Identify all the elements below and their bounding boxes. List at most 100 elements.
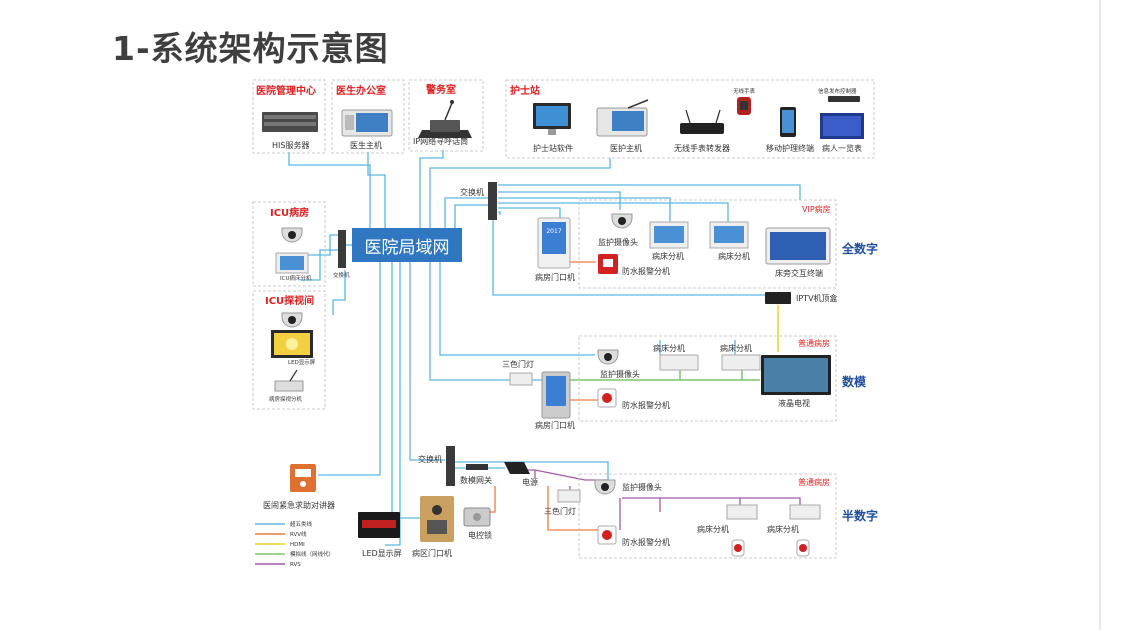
microphone-icon (418, 100, 472, 138)
call-button-icon (796, 539, 810, 557)
semi-alarm-label: 防水报警分机 (622, 537, 670, 547)
icu-visit-title: ICU探视间 (265, 294, 314, 307)
his-box (252, 79, 326, 154)
icu-visit-box (252, 290, 326, 410)
lock-label: 电控锁 (468, 530, 492, 540)
legend-item: 超五类线 (290, 520, 313, 528)
watch-title: 无线手表 (733, 87, 756, 95)
bed-ext-icon (789, 504, 821, 520)
iptv-box-icon (765, 292, 791, 304)
led-label: LED显示屏 (288, 359, 316, 366)
vip-camera-label: 监护摄像头 (598, 237, 638, 247)
police-box (408, 79, 484, 152)
nurse-host-label: 医护主机 (610, 143, 642, 153)
icu-bed-label: ICU病床分机 (280, 274, 312, 282)
door-unit-icon (541, 371, 571, 419)
nurse-host-icon (596, 99, 649, 137)
semi-bed1-label: 病床分机 (697, 524, 729, 534)
icu-bed-ext-icon (275, 252, 309, 274)
alarm-icon (597, 388, 617, 408)
vip-bed2-label: 病床分机 (718, 251, 750, 261)
watch-icon (737, 97, 751, 115)
legend-item: RVS (290, 562, 301, 568)
ward-door-icon (420, 496, 454, 542)
semi-side-label: 半数字 (842, 508, 878, 523)
info-title: 信息发布控制器 (818, 87, 857, 95)
door-screen: 2017 (546, 228, 561, 235)
analog-camera-label: 监护摄像头 (600, 369, 640, 379)
switch-top-label: 交换机 (460, 187, 484, 197)
emergency-label: 医闹紧急求助对讲器 (263, 500, 335, 510)
lan-box (352, 228, 462, 262)
nurse-box (505, 79, 875, 159)
semi-light-label: 三色门灯 (544, 506, 576, 516)
doctor-title: 医生办公室 (336, 84, 386, 97)
tv-icon (761, 355, 831, 395)
bed-ext-icon (726, 504, 758, 520)
analog-tag: 普通病房 (798, 338, 830, 348)
door-light-icon (509, 372, 533, 386)
bed-ext-icon (709, 221, 749, 249)
cat5-lines (288, 150, 801, 546)
doctor-box (331, 79, 405, 154)
switch-top-icon (488, 182, 497, 220)
info-controller-icon (820, 96, 864, 139)
semi-tag: 普通病房 (798, 477, 830, 487)
semi-box (578, 473, 837, 559)
visit-ext-label: 病房探视分机 (269, 395, 303, 403)
gateway-label: 数模网关 (460, 475, 492, 485)
camera-icon (594, 479, 616, 495)
semi-switch-label: 交换机 (418, 454, 442, 464)
lan-label: 医院局域网 (365, 238, 450, 258)
power-icon (504, 462, 530, 474)
bedside-terminal-icon (765, 227, 831, 265)
legend: 超五类线 RVV线 HDMI 模拟线（网线代） RVS (255, 520, 334, 568)
nurse-software-icon (533, 103, 571, 135)
icu-switch-label: 交换机 (333, 271, 350, 279)
icu-switch-icon (338, 230, 346, 268)
emergency-intercom-icon (290, 464, 316, 492)
semi-bed2-label: 病床分机 (767, 524, 799, 534)
vip-side-label: 全数字 (841, 241, 878, 256)
vip-terminal-label: 床旁交互终端 (775, 268, 823, 278)
nurse-title: 护士站 (510, 84, 540, 97)
police-title: 警务室 (425, 83, 456, 96)
doctor-label: 医生主机 (350, 140, 382, 150)
camera-icon (597, 349, 619, 365)
camera-icon (611, 213, 633, 229)
alarm-icon (598, 254, 618, 274)
legend-item: HDMI (290, 542, 305, 548)
analog-lines (565, 370, 760, 381)
semi-switch-icon (446, 446, 455, 486)
door-light-icon (557, 489, 581, 503)
vip-box (578, 199, 837, 289)
his-label: HIS服务器 (272, 140, 309, 150)
bed-ext-icon (721, 354, 761, 371)
doctor-host-icon (341, 109, 393, 137)
icu-box (252, 201, 326, 287)
mobile-icon (780, 107, 796, 137)
alarm-icon (597, 525, 617, 545)
patients-label: 病人一览表 (822, 143, 862, 153)
analog-side-label: 数模 (842, 374, 867, 389)
analog-light-label: 三色门灯 (502, 359, 534, 369)
server-icon (262, 112, 318, 132)
page-title: 1-系统架构示意图 (112, 29, 389, 68)
legend-item: 模拟线（网线代） (290, 550, 334, 558)
vip-alarm-label: 防水报警分机 (622, 266, 670, 276)
bed-ext-icon (649, 221, 689, 249)
icu-title: ICU病房 (270, 206, 309, 219)
door-unit-icon (537, 217, 571, 269)
led-display-icon (358, 512, 400, 538)
analog-tv-label: 液晶电视 (778, 398, 810, 408)
camera-icon (281, 312, 303, 328)
vip-door-label: 病房门口机 (535, 272, 575, 282)
vip-tag: VIP病房 (802, 204, 831, 214)
analog-bed2-label: 病床分机 (720, 343, 752, 353)
visit-ext-icon (274, 369, 304, 392)
camera-icon (281, 227, 303, 243)
gateway-icon (466, 464, 488, 470)
led-display-label: LED显示屏 (362, 549, 402, 558)
